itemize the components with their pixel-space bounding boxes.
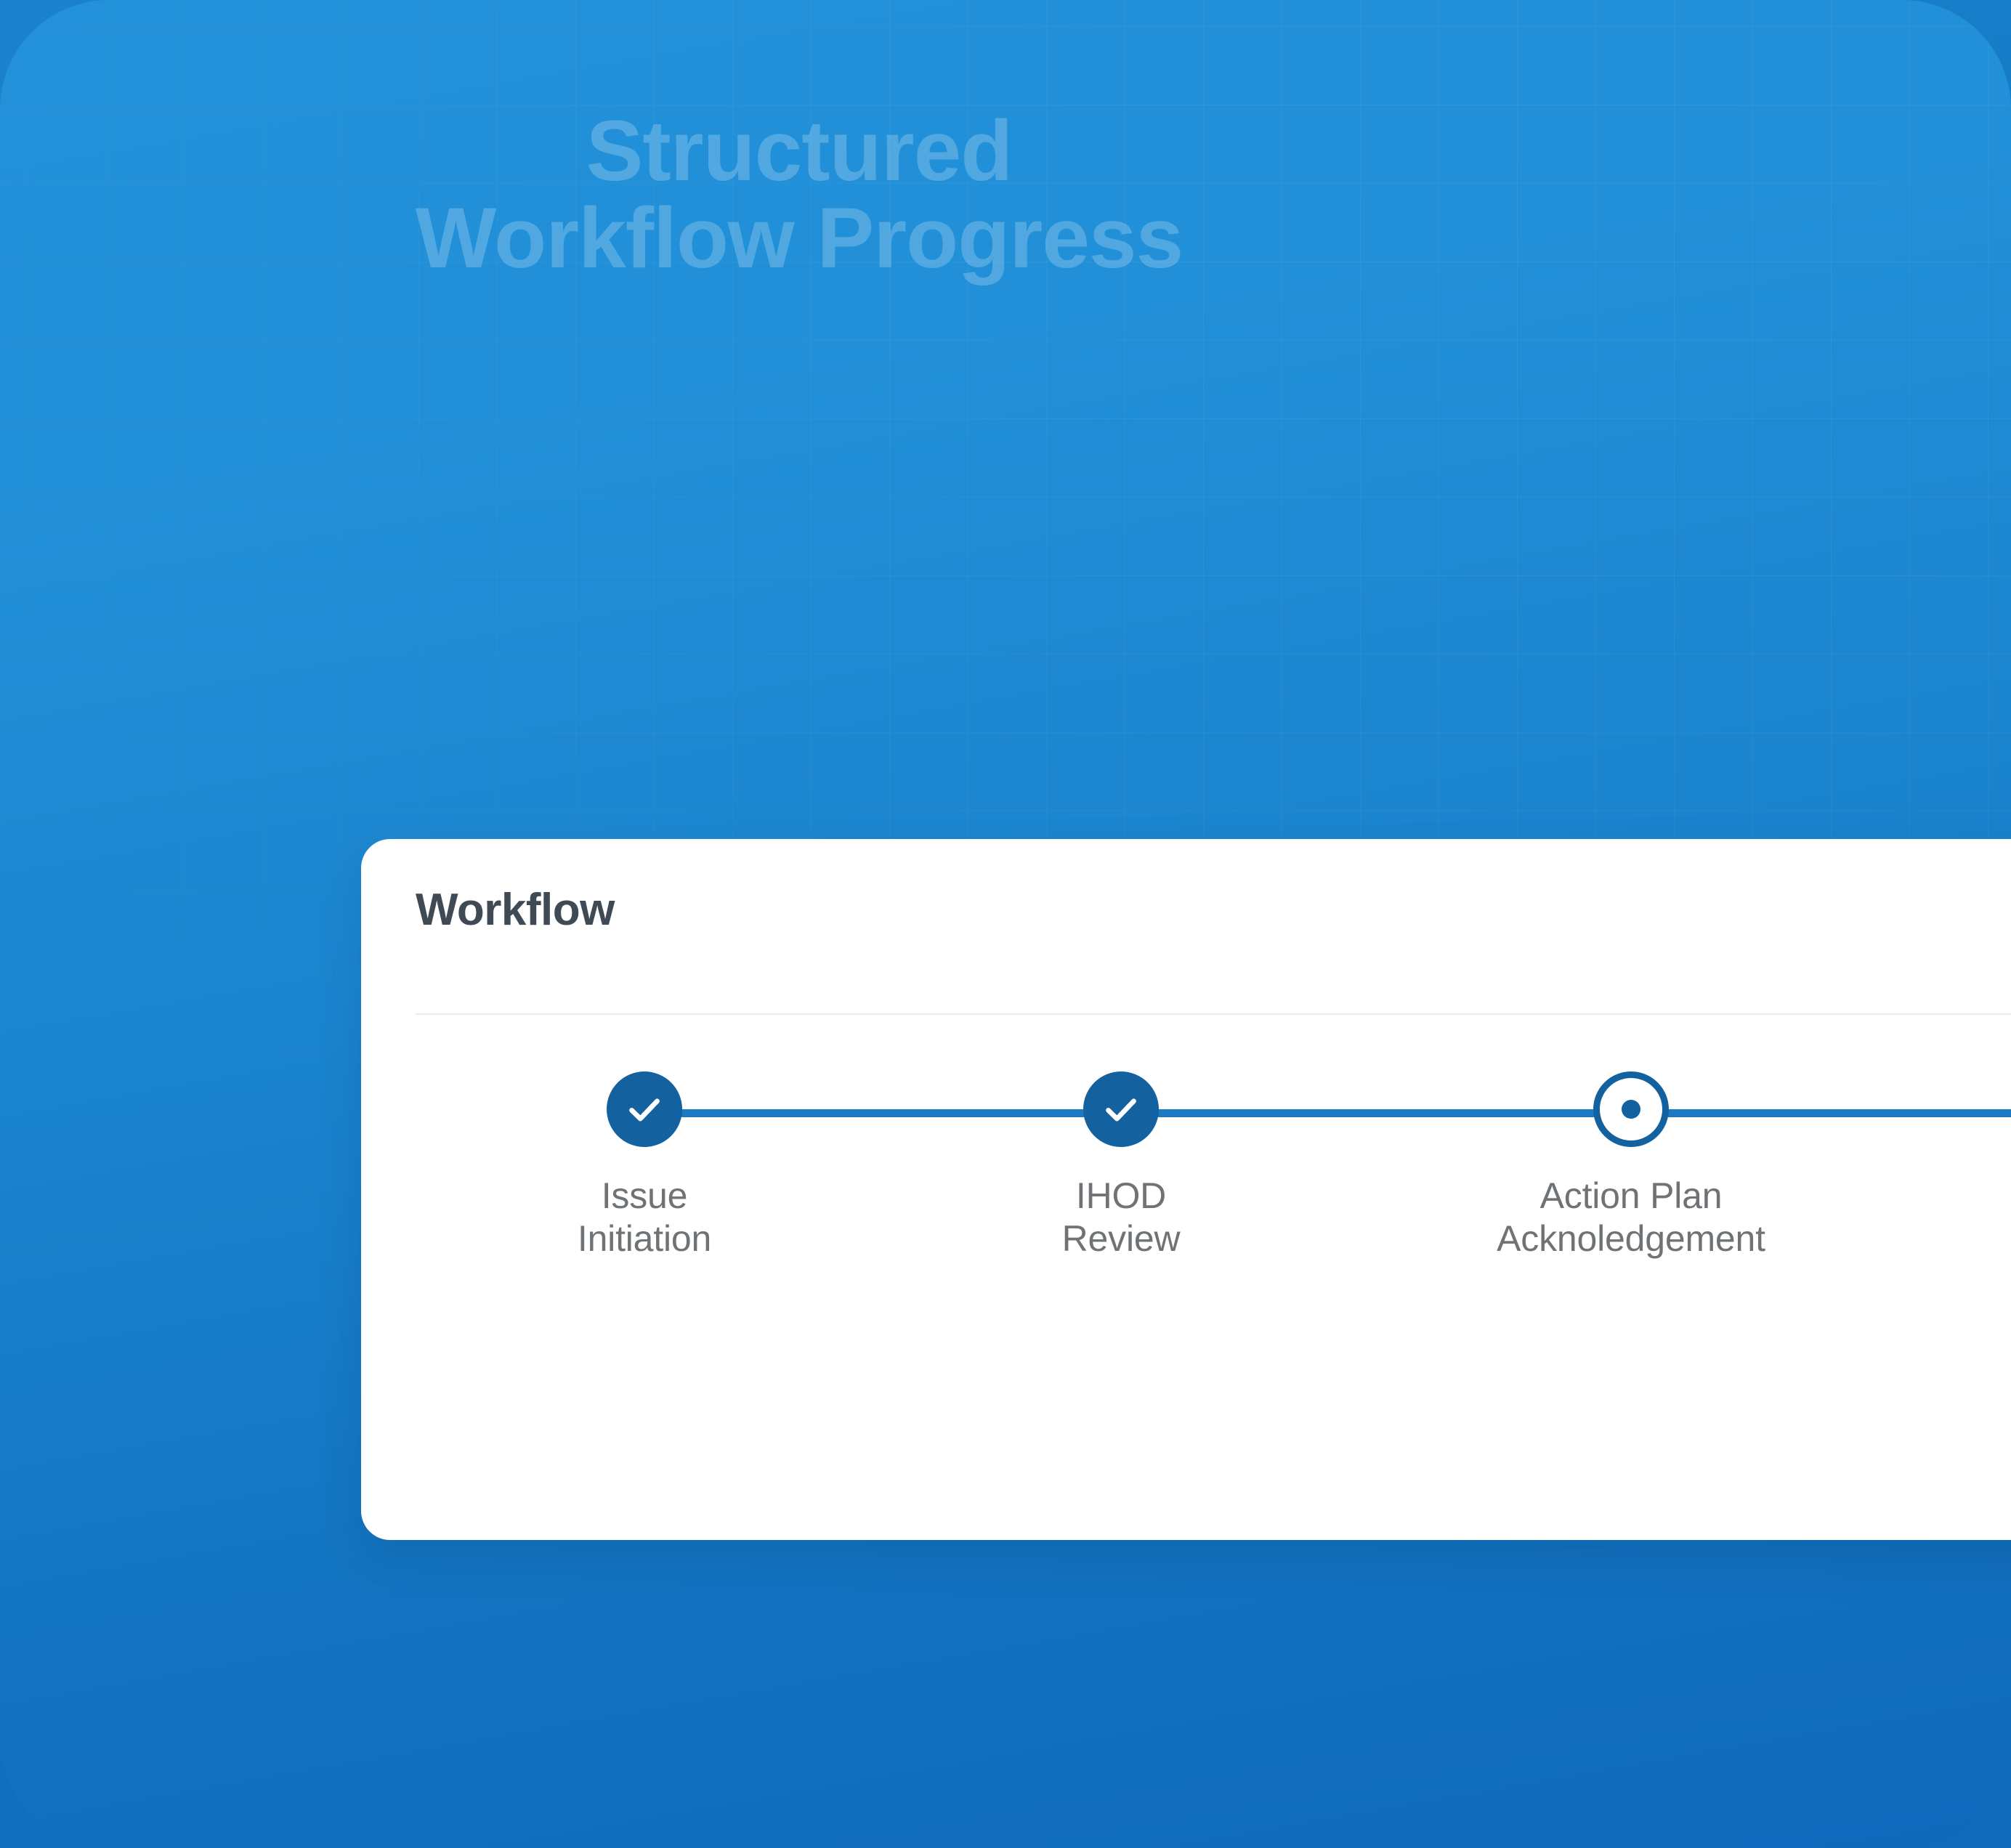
step-label: Action Plan Acknoledgement (1497, 1175, 1765, 1259)
page-title-line-2: Workflow Progress (415, 190, 1183, 287)
step-node-active[interactable] (1593, 1071, 1669, 1147)
card-title: Workflow (416, 885, 615, 935)
step-label: Issue Initiation (577, 1175, 712, 1259)
card-divider (416, 1013, 2011, 1015)
check-icon (629, 1098, 660, 1122)
stepper-connector-rail (644, 1109, 2011, 1117)
workflow-stepper: Issue Initiation IHOD Review Action Plan… (361, 1057, 2011, 1391)
dot-icon (1622, 1100, 1640, 1119)
page-title-line-1: Structured (586, 103, 1013, 199)
stepper-step-quality-approval[interactable]: Quality Approval (1964, 1057, 2011, 1260)
stepper-step-action-plan-acknowledgement[interactable]: Action Plan Acknoledgement (1442, 1057, 1820, 1260)
step-node-completed[interactable] (607, 1071, 682, 1147)
stepper-step-issue-initiation[interactable]: Issue Initiation (456, 1057, 833, 1260)
check-icon (1106, 1098, 1136, 1122)
workflow-card: Workflow Issue Initiation (361, 839, 2011, 1540)
stepper-step-ihod-review[interactable]: IHOD Review (932, 1057, 1310, 1260)
step-label: Quality Approval (1964, 1175, 2011, 1260)
step-node-completed[interactable] (1083, 1071, 1159, 1147)
step-label: IHOD Review (1061, 1175, 1181, 1259)
page-title: Structured Workflow Progress (0, 108, 1598, 283)
